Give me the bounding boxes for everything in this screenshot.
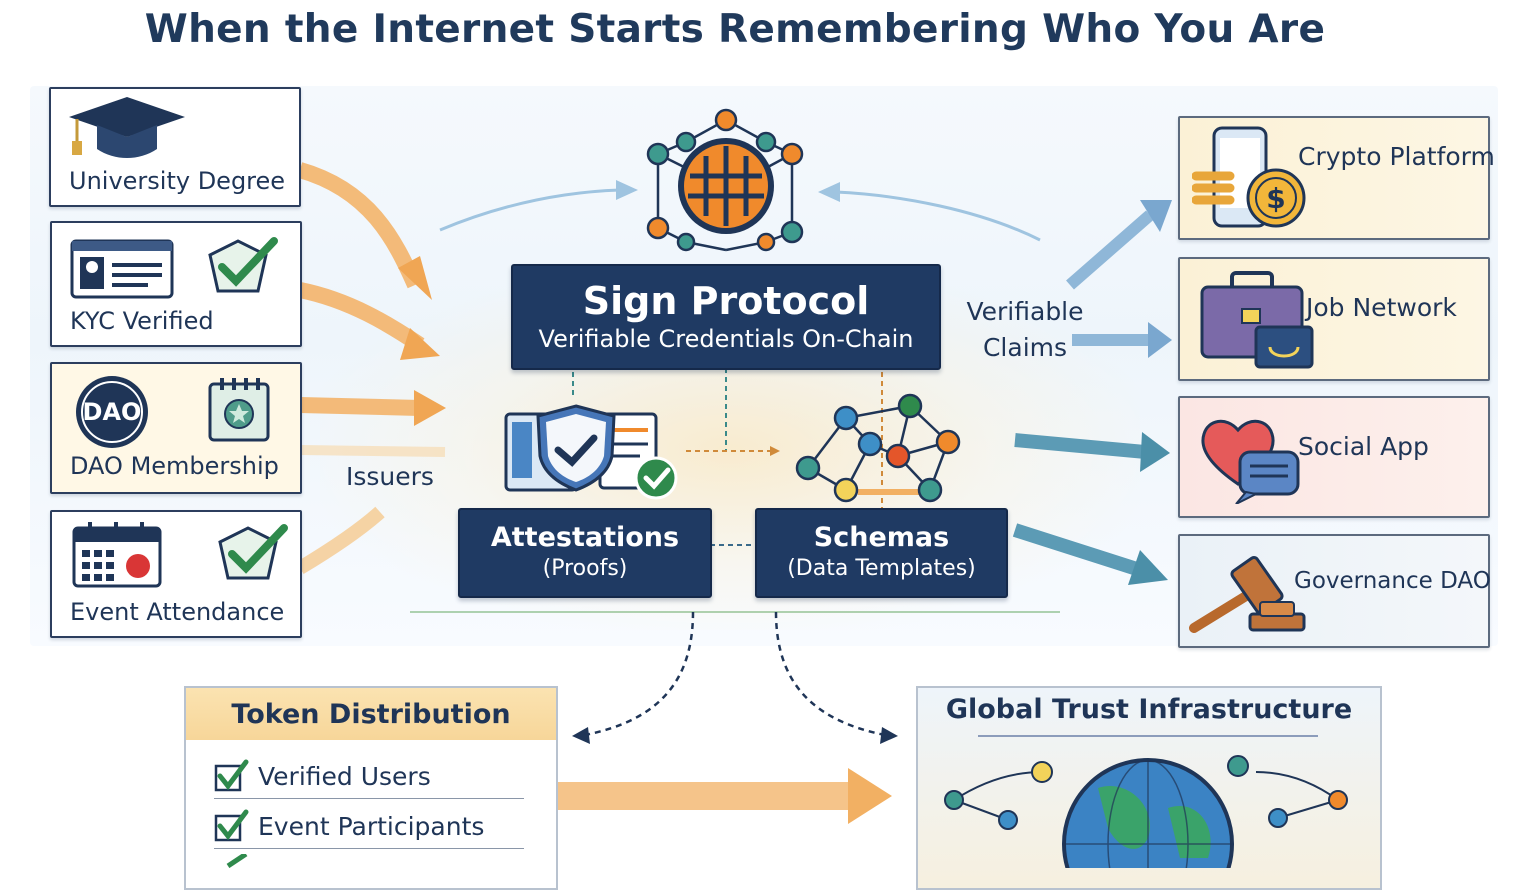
- issuers-label: Issuers: [346, 462, 434, 491]
- verifiable-claims-line1: Verifiable: [962, 294, 1088, 330]
- issuer-arrow-1: [300, 170, 415, 285]
- heart-chat-icon: [1196, 412, 1304, 504]
- issuer-label: KYC Verified: [70, 307, 214, 335]
- token-item-label: Event Participants: [258, 812, 484, 841]
- check-icon: [214, 758, 250, 792]
- schema-network-icon: [790, 388, 970, 506]
- calendar-icon: [70, 520, 166, 588]
- schemas-title: Schemas: [814, 522, 949, 554]
- attestations-subtitle: (Proofs): [543, 554, 628, 584]
- check-badge-icon: [202, 235, 282, 301]
- attestations-box: Attestations (Proofs): [458, 508, 712, 598]
- consumer-card-governance-dao: Governance DAO: [1178, 534, 1490, 648]
- attestation-shield-icon: [500, 400, 684, 500]
- consumer-card-crypto-platform: $ Crypto Platform: [1178, 116, 1490, 240]
- token-list-item: Event Participants: [214, 804, 524, 849]
- schemas-box: Schemas (Data Templates): [755, 508, 1008, 598]
- graduation-cap-icon: [65, 93, 189, 163]
- issuer-card-event-attendance: Event Attendance: [50, 510, 302, 638]
- check-icon: [214, 854, 250, 868]
- svg-text:$: $: [1266, 182, 1285, 215]
- token-list-item: Verified Users: [214, 754, 524, 799]
- consumer-label: Social App: [1298, 432, 1429, 461]
- briefcase-icon: [1198, 269, 1318, 373]
- issuer-label: University Degree: [69, 167, 285, 195]
- id-card-icon: [68, 237, 176, 301]
- globe-network-icon: [918, 728, 1380, 868]
- sign-protocol-box: Sign Protocol Verifiable Credentials On-…: [511, 264, 941, 370]
- token-distribution-title: Token Distribution: [186, 688, 556, 740]
- global-trust-title: Global Trust Infrastructure: [918, 694, 1380, 725]
- token-distribution-box: Token Distribution Verified Users Event …: [184, 686, 558, 890]
- schemas-subtitle: (Data Templates): [787, 554, 976, 584]
- sign-protocol-subtitle: Verifiable Credentials On-Chain: [539, 323, 914, 355]
- check-badge-icon: [212, 522, 292, 586]
- issuer-card-university-degree: University Degree: [49, 87, 301, 207]
- issuer-arrow-2: [300, 290, 420, 345]
- token-item-label: Verified Users: [258, 762, 431, 791]
- star-calendar-icon: [204, 374, 274, 444]
- issuer-label: Event Attendance: [70, 598, 284, 626]
- blockchain-network-icon: [640, 100, 820, 260]
- issuer-card-kyc-verified: KYC Verified: [50, 221, 302, 347]
- issuer-label: DAO Membership: [70, 452, 279, 480]
- sign-protocol-title: Sign Protocol: [583, 279, 870, 323]
- attestations-title: Attestations: [491, 522, 679, 554]
- consumer-label: Governance DAO: [1294, 568, 1491, 594]
- issuer-card-dao-membership: DAO DAO Membership: [50, 362, 302, 494]
- check-icon: [214, 808, 250, 842]
- consumer-label: Crypto Platform: [1298, 142, 1495, 171]
- dao-badge-icon: DAO: [72, 372, 154, 452]
- consumer-card-job-network: Job Network: [1178, 257, 1490, 381]
- issuer-arrow-4: [300, 512, 380, 568]
- consumer-card-social-app: Social App: [1178, 396, 1490, 518]
- issuer-arrow-3: [300, 405, 420, 408]
- global-trust-box: Global Trust Infrastructure: [916, 686, 1382, 890]
- verifiable-claims-line2: Claims: [962, 330, 1088, 366]
- verifiable-claims-label: Verifiable Claims: [962, 294, 1088, 366]
- svg-text:DAO: DAO: [83, 398, 142, 426]
- gavel-icon: [1188, 542, 1308, 642]
- consumer-label: Job Network: [1306, 293, 1457, 322]
- phone-coin-icon: $: [1192, 124, 1308, 230]
